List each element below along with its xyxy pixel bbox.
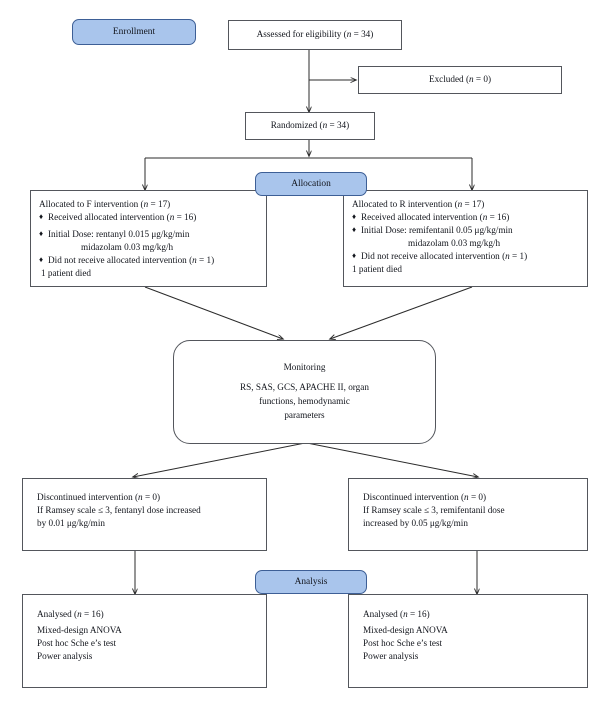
stage-pill-analysis[interactable]: Analysis xyxy=(255,570,367,594)
diamond-bullet-icon: ♦ xyxy=(352,225,357,235)
diamond-bullet-icon: ♦ xyxy=(39,229,44,239)
analysed-right-line-3: Post hoc Sche e’s test xyxy=(363,638,443,649)
alloc-right-bullet-notreceived: ♦ Did not receive allocated intervention… xyxy=(352,250,579,263)
stage-pill-analysis-label: Analysis xyxy=(294,577,328,587)
analysed-left-line-1: Analysed (n = 16) xyxy=(37,609,104,619)
stage-pill-enrollment-label: Enrollment xyxy=(112,27,156,37)
analysed-left-line-4: Power analysis xyxy=(37,651,93,662)
node-monitoring: Monitoring RS, SAS, GCS, APACHE II, orga… xyxy=(173,340,436,444)
alloc-left-header: Allocated to F intervention (n = 17) xyxy=(39,199,171,209)
node-randomized: Randomized (n = 34) xyxy=(245,112,375,140)
alloc-right-dose-cont: midazolam 0.03 mg/kg/h xyxy=(408,238,501,249)
alloc-left-died: 1 patient died xyxy=(41,268,92,279)
analysed-right-line-4: Power analysis xyxy=(363,651,419,662)
alloc-left-bullet-received-text: Received allocated intervention (n = 16) xyxy=(48,212,197,223)
alloc-right-header: Allocated to R intervention (n = 17) xyxy=(352,199,485,209)
discont-left-line-2: If Ramsey scale ≤ 3, fentanyl dose incre… xyxy=(37,505,201,516)
monitoring-line-2: functions, hemodynamic xyxy=(259,396,350,407)
analysed-right-line-2: Mixed-design ANOVA xyxy=(363,625,448,636)
discont-right-line-2: If Ramsey scale ≤ 3, remifentanil dose xyxy=(363,505,505,516)
edge-monitoring-to-discontleft xyxy=(133,442,306,477)
diamond-bullet-icon: ♦ xyxy=(39,212,44,222)
alloc-right-died: 1 patient died xyxy=(352,264,403,275)
node-allocation-right: Allocated to R intervention (n = 17) ♦ R… xyxy=(343,190,588,287)
alloc-left-bullet-received: ♦ Received allocated intervention (n = 1… xyxy=(39,211,258,224)
discont-left-line-1: Discontinued intervention (n = 0) xyxy=(37,492,161,502)
stage-pill-allocation[interactable]: Allocation xyxy=(255,172,367,196)
node-assessed-for-eligibility: Assessed for eligibility (n = 34) xyxy=(228,20,402,50)
alloc-right-bullet-notreceived-text: Did not receive allocated intervention (… xyxy=(361,251,528,262)
alloc-right-bullet-dose: ♦ Initial Dose: remifentanil 0.05 μg/kg/… xyxy=(352,224,579,237)
node-assessed-text: Assessed for eligibility (n = 34) xyxy=(256,29,374,40)
alloc-left-dose-cont: midazolam 0.03 mg/kg/h xyxy=(81,242,174,253)
diamond-bullet-icon: ♦ xyxy=(352,212,357,222)
alloc-left-bullet-dose-text: Initial Dose: rentanyl 0.015 μg/kg/min xyxy=(48,229,190,240)
discont-right-line-3: increased by 0.05 μg/kg/min xyxy=(363,518,468,529)
node-analysed-left: Analysed (n = 16) Mixed-design ANOVA Pos… xyxy=(22,594,267,688)
monitoring-line-1: RS, SAS, GCS, APACHE II, organ xyxy=(240,382,369,393)
node-discontinued-left: Discontinued intervention (n = 0) If Ram… xyxy=(22,478,267,551)
analysed-left-line-2: Mixed-design ANOVA xyxy=(37,625,122,636)
stage-pill-allocation-label: Allocation xyxy=(291,179,331,189)
node-excluded: Excluded (n = 0) xyxy=(358,66,562,94)
alloc-right-bullet-dose-text: Initial Dose: remifentanil 0.05 μg/kg/mi… xyxy=(361,225,513,236)
analysed-left-line-3: Post hoc Sche e’s test xyxy=(37,638,117,649)
node-discontinued-right: Discontinued intervention (n = 0) If Ram… xyxy=(348,478,588,551)
alloc-left-bullet-notreceived: ♦ Did not receive allocated intervention… xyxy=(39,254,258,267)
node-allocation-left: Allocated to F intervention (n = 17) ♦ R… xyxy=(30,190,267,287)
alloc-left-bullet-notreceived-text: Did not receive allocated intervention (… xyxy=(48,255,215,266)
monitoring-title: Monitoring xyxy=(283,362,326,373)
diamond-bullet-icon: ♦ xyxy=(39,255,44,265)
monitoring-line-3: parameters xyxy=(284,409,325,420)
edge-monitoring-to-discontright xyxy=(306,442,478,477)
alloc-right-bullet-received: ♦ Received allocated intervention (n = 1… xyxy=(352,211,579,224)
node-excluded-text: Excluded (n = 0) xyxy=(428,74,492,85)
discont-left-line-3: by 0.01 μg/kg/min xyxy=(37,518,105,529)
discont-right-line-1: Discontinued intervention (n = 0) xyxy=(363,492,487,502)
alloc-left-bullet-dose: ♦ Initial Dose: rentanyl 0.015 μg/kg/min xyxy=(39,228,258,241)
edge-allocleft-to-monitoring xyxy=(144,286,283,339)
monitoring-body: RS, SAS, GCS, APACHE II, organ functions… xyxy=(240,381,369,422)
alloc-right-bullet-received-text: Received allocated intervention (n = 16) xyxy=(361,212,510,223)
analysed-right-line-1: Analysed (n = 16) xyxy=(363,609,430,619)
node-analysed-right: Analysed (n = 16) Mixed-design ANOVA Pos… xyxy=(348,594,588,688)
stage-pill-enrollment[interactable]: Enrollment xyxy=(72,19,196,45)
node-randomized-text: Randomized (n = 34) xyxy=(270,120,350,131)
diamond-bullet-icon: ♦ xyxy=(352,251,357,261)
edge-allocright-to-monitoring xyxy=(330,286,473,339)
